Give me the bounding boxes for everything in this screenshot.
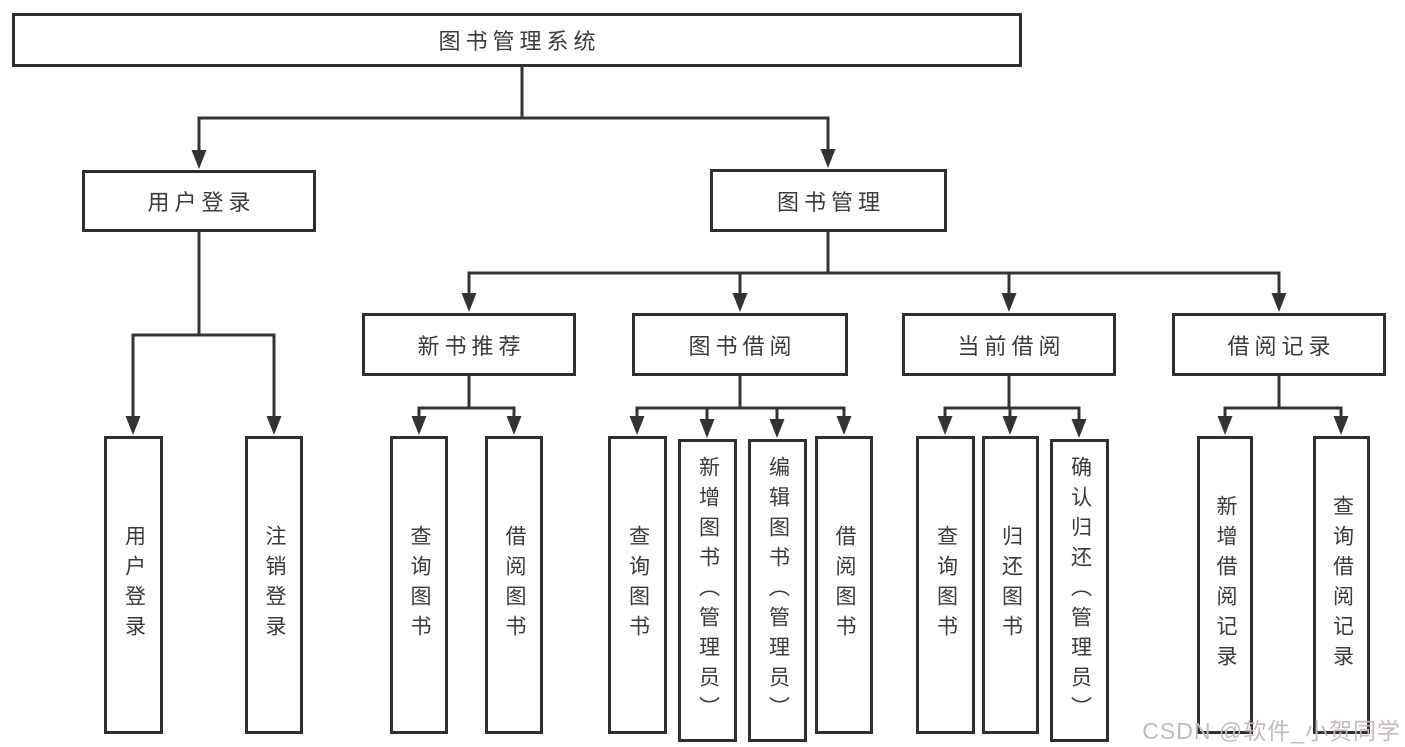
node-borrow-records: 借阅记录 — [1172, 313, 1386, 376]
connector-borrow-records-to-leaves — [1217, 374, 1349, 435]
leaf-borrow-book-1-label: 借阅图书 — [503, 525, 526, 645]
leaf-return-book: 归还图书 — [982, 436, 1039, 734]
leaf-query-borrow-record-label: 查询借阅记录 — [1330, 495, 1354, 675]
leaf-query-book-2-label: 查询图书 — [626, 525, 650, 645]
leaf-add-book-admin: 新增图书（管理员） — [678, 439, 737, 742]
arrow-down-icon — [1002, 416, 1018, 435]
arrow-down-icon — [506, 416, 522, 435]
arrow-down-icon — [1217, 416, 1233, 435]
node-root: 图书管理系统 — [12, 13, 1022, 67]
leaf-return-book-label: 归还图书 — [999, 525, 1023, 645]
node-book-borrow-label: 图书借阅 — [688, 333, 797, 359]
node-book-management-label: 图书管理 — [776, 189, 885, 215]
node-current-borrow-label: 当前借阅 — [957, 333, 1066, 359]
connector-root-to-level1 — [191, 64, 836, 169]
arrow-down-icon — [836, 416, 852, 435]
leaf-user-login: 用户登录 — [104, 436, 163, 734]
connector-current-borrow-to-leaves — [937, 374, 1087, 438]
arrow-down-icon — [266, 416, 282, 435]
connector-user-login-to-leaves — [125, 230, 282, 435]
leaf-edit-book-admin: 编辑图书（管理员） — [748, 439, 807, 742]
arrow-down-icon — [191, 150, 207, 169]
connector-book-borrow-to-leaves — [629, 374, 852, 438]
node-user-login-label: 用户登录 — [147, 190, 256, 215]
arrow-down-icon — [629, 416, 645, 435]
leaf-query-borrow-record: 查询借阅记录 — [1313, 436, 1370, 734]
arrow-down-icon — [125, 416, 141, 435]
leaf-add-borrow-record-label: 新增借阅记录 — [1214, 495, 1237, 675]
leaf-query-book-3-label: 查询图书 — [934, 525, 958, 645]
leaf-add-borrow-record: 新增借阅记录 — [1197, 436, 1253, 734]
arrow-down-icon — [732, 293, 748, 312]
node-current-borrow: 当前借阅 — [902, 313, 1116, 376]
leaf-borrow-book-2: 借阅图书 — [815, 436, 873, 734]
leaf-logout-label: 注销登录 — [263, 525, 286, 645]
node-new-book-recommend: 新书推荐 — [362, 313, 576, 376]
node-borrow-records-label: 借阅记录 — [1227, 333, 1336, 359]
node-book-management: 图书管理 — [710, 169, 947, 232]
arrow-down-icon — [769, 419, 785, 438]
arrow-down-icon — [1271, 293, 1287, 312]
leaf-query-book-2: 查询图书 — [608, 436, 667, 734]
node-book-borrow: 图书借阅 — [632, 313, 848, 376]
node-user-login: 用户登录 — [82, 170, 316, 232]
leaf-query-book-1-label: 查询图书 — [408, 525, 431, 645]
leaf-borrow-book-1: 借阅图书 — [485, 436, 543, 734]
arrow-down-icon — [1001, 293, 1017, 312]
connector-new-book-rec-to-leaves — [411, 373, 522, 435]
connector-book-mgmt-to-level2 — [461, 230, 1287, 312]
arrow-down-icon — [411, 416, 427, 435]
leaf-confirm-return-admin: 确认归还（管理员） — [1050, 439, 1109, 742]
arrow-down-icon — [461, 293, 477, 312]
node-root-label: 图书管理系统 — [438, 29, 601, 54]
leaf-add-book-admin-label: 新增图书（管理员） — [696, 455, 720, 726]
arrow-down-icon — [1071, 419, 1087, 438]
arrow-down-icon — [937, 416, 953, 435]
node-new-book-recommend-label: 新书推荐 — [417, 333, 526, 359]
leaf-edit-book-admin-label: 编辑图书（管理员） — [766, 455, 790, 726]
leaf-query-book-1: 查询图书 — [390, 436, 448, 734]
arrow-down-icon — [820, 149, 836, 168]
leaf-borrow-book-2-label: 借阅图书 — [833, 525, 856, 645]
arrow-down-icon — [1333, 416, 1349, 435]
leaf-confirm-return-admin-label: 确认归还（管理员） — [1068, 455, 1092, 726]
leaf-logout: 注销登录 — [245, 436, 303, 734]
leaf-query-book-3: 查询图书 — [916, 436, 975, 734]
arrow-down-icon — [699, 419, 715, 438]
watermark: CSDN @软件_小贺同学 — [1142, 718, 1401, 744]
leaf-user-login-label: 用户登录 — [122, 525, 146, 645]
